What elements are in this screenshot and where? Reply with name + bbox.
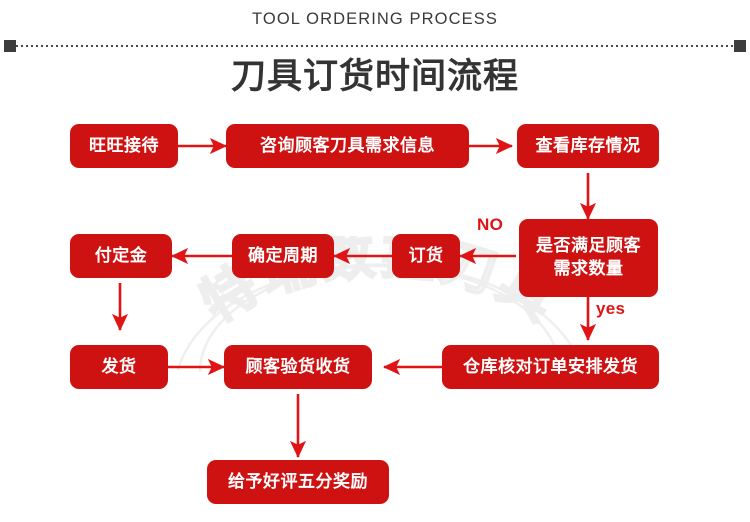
divider-cap-right bbox=[734, 40, 746, 52]
node-ship-goods[interactable]: 发货 bbox=[70, 345, 168, 389]
node-pay-deposit[interactable]: 付定金 bbox=[70, 234, 172, 278]
divider-dotted-line bbox=[16, 45, 734, 47]
node-customer-inspect-receive[interactable]: 顾客验货收货 bbox=[224, 345, 372, 389]
node-confirm-lead-time[interactable]: 确定周期 bbox=[232, 234, 334, 278]
header-eyebrow: TOOL ORDERING PROCESS bbox=[252, 10, 498, 28]
header-divider bbox=[4, 40, 746, 52]
node-give-five-star-review-reward[interactable]: 给予好评五分奖励 bbox=[207, 460, 389, 504]
edge-label-yes: yes bbox=[596, 299, 626, 318]
node-consult-customer-requirements[interactable]: 咨询顾客刀具需求信息 bbox=[226, 124, 469, 168]
node-wangwang-reception[interactable]: 旺旺接待 bbox=[70, 124, 178, 168]
edge-label-no: NO bbox=[477, 215, 504, 234]
node-decision-meets-demand[interactable]: 是否满足顾客 需求数量 bbox=[519, 219, 658, 297]
page-title: 刀具订货时间流程 bbox=[230, 57, 519, 96]
node-warehouse-verify-arrange-shipment[interactable]: 仓库核对订单安排发货 bbox=[442, 345, 659, 389]
node-place-order[interactable]: 订货 bbox=[392, 234, 460, 278]
divider-cap-left bbox=[4, 40, 16, 52]
node-check-inventory[interactable]: 查看库存情况 bbox=[517, 124, 659, 168]
